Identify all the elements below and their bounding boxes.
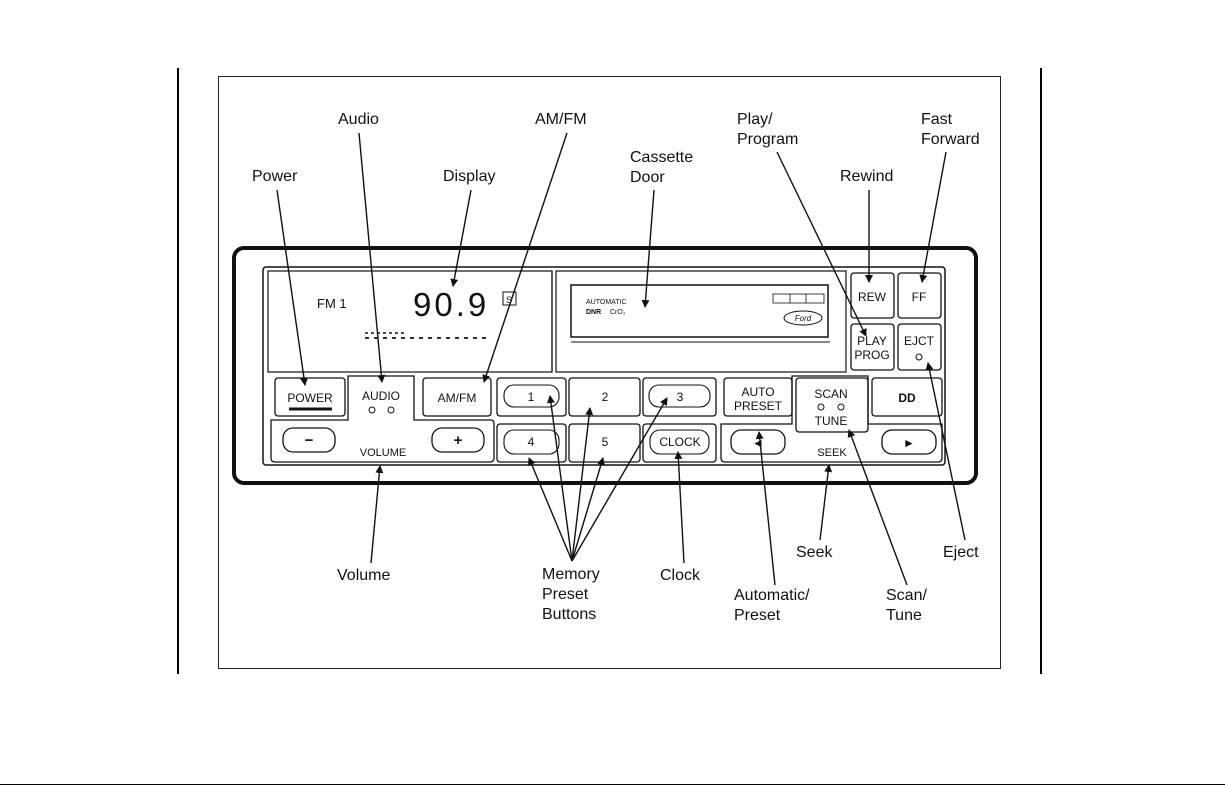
callout-scan-tune: Scan/ Tune [886, 586, 927, 626]
volume-label: VOLUME [360, 447, 406, 459]
eject-indicator [916, 354, 922, 360]
auto-button-label-2: PRESET [734, 399, 783, 413]
audio-button-label: AUDIO [362, 389, 400, 403]
display-panel [268, 271, 552, 372]
audio-indicator-right [388, 407, 394, 413]
callout-eject: Eject [943, 543, 979, 563]
callout-automatic-preset: Automatic/ Preset [734, 586, 810, 626]
preset-1-label: 1 [528, 390, 535, 404]
band-indicator: FM 1 [317, 296, 347, 311]
callout-cassette-door: Cassette Door [630, 148, 693, 188]
ford-logo: Ford [795, 314, 812, 323]
volume-minus-label: − [305, 432, 314, 449]
power-button-label: POWER [287, 391, 333, 405]
leader-scan-tune [849, 430, 907, 585]
preset-5-label: 5 [602, 435, 609, 449]
preset-3-label: 3 [677, 390, 684, 404]
tune-button-label: TUNE [815, 414, 848, 428]
rew-button-label: REW [858, 290, 887, 304]
leader-auto-preset [759, 432, 775, 585]
callout-seek: Seek [796, 543, 832, 563]
leader-audio [359, 133, 382, 382]
volume-plus-label: + [454, 432, 463, 449]
preset-4-label: 4 [528, 435, 535, 449]
callout-fast-forward: Fast Forward [921, 110, 980, 150]
callout-display: Display [443, 167, 495, 187]
scan-button-label: SCAN [814, 387, 847, 401]
play-button-label-2: PROG [854, 348, 889, 362]
leader-volume [371, 466, 380, 563]
leader-fast-forward [922, 152, 946, 282]
callout-audio: Audio [338, 110, 379, 130]
leader-preset-5 [572, 458, 603, 561]
scan-indicator-left [818, 404, 824, 410]
callout-power: Power [252, 167, 297, 187]
callout-memory-preset: Memory Preset Buttons [542, 565, 600, 625]
scan-indicator-right [838, 404, 844, 410]
seek-forward-label: ► [903, 436, 915, 450]
leader-preset-3 [572, 398, 667, 561]
audio-indicator-left [369, 407, 375, 413]
leader-am-fm [484, 133, 567, 382]
ff-button-label: FF [912, 290, 927, 304]
leader-seek [820, 465, 829, 540]
dolby-button-label: DD [898, 391, 916, 405]
leader-clock [678, 452, 684, 563]
play-button-label-1: PLAY [857, 334, 887, 348]
callout-am-fm: AM/FM [535, 110, 587, 130]
frequency-readout: 90.9 [413, 286, 489, 323]
preset-2-label: 2 [602, 390, 609, 404]
tape-dnr-label: DNR [586, 309, 601, 316]
seek-label: SEEK [817, 447, 847, 459]
clock-button-label: CLOCK [659, 435, 700, 449]
callout-clock: Clock [660, 566, 700, 586]
tape-chrome-label: CrO₂ [610, 309, 626, 316]
callout-volume: Volume [337, 566, 390, 586]
am-fm-button-label: AM/FM [438, 391, 477, 405]
leader-power [277, 190, 305, 385]
auto-button-label-1: AUTO [741, 385, 774, 399]
tape-mode-label: AUTOMATIC [586, 299, 627, 306]
leader-display [453, 190, 471, 286]
callout-play-program: Play/ Program [737, 110, 798, 150]
seek-back-label: ◄ [752, 436, 764, 450]
callout-rewind: Rewind [840, 167, 893, 187]
eject-button-label: EJCT [904, 334, 935, 348]
